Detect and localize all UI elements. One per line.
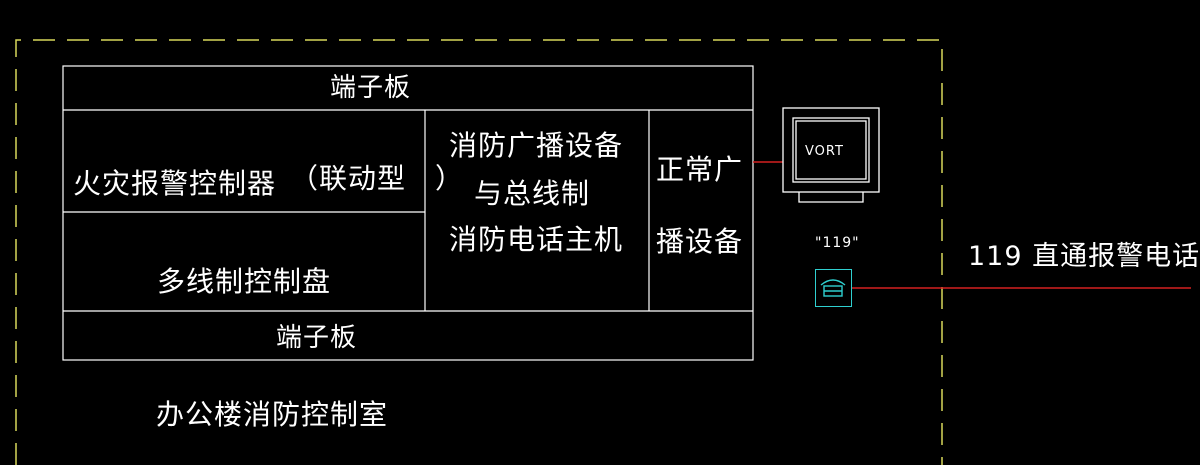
normal-broadcast-line2: 播设备 <box>656 225 744 258</box>
broadcast-equipment-line1: 消防广播设备 <box>449 129 624 162</box>
terminal-board-bottom-label: 端子板 <box>276 323 358 353</box>
fire-alarm-controller-label: 火灾报警控制器 <box>73 167 277 200</box>
multiline-control-panel-label: 多线制控制盘 <box>157 265 332 298</box>
normal-broadcast-line1: 正常广 <box>656 153 744 186</box>
linkage-type-label: （联动型 ） <box>290 162 465 195</box>
equipment-frame <box>62 65 754 361</box>
office-control-room-label: 办公楼消防控制室 <box>156 398 389 431</box>
phone-icon <box>815 269 852 307</box>
monitor-icon <box>782 107 880 203</box>
broadcast-equipment-line2: 与总线制 <box>474 177 591 210</box>
phone-number-label: "119" <box>815 235 860 251</box>
direct-alarm-phone-label: 119 直通报警电话 <box>968 241 1200 272</box>
terminal-board-top-label: 端子板 <box>330 73 412 103</box>
broadcast-equipment-line3: 消防电话主机 <box>449 223 624 256</box>
monitor-screen-text: VORT <box>805 144 844 159</box>
control-room-boundary <box>15 39 943 465</box>
